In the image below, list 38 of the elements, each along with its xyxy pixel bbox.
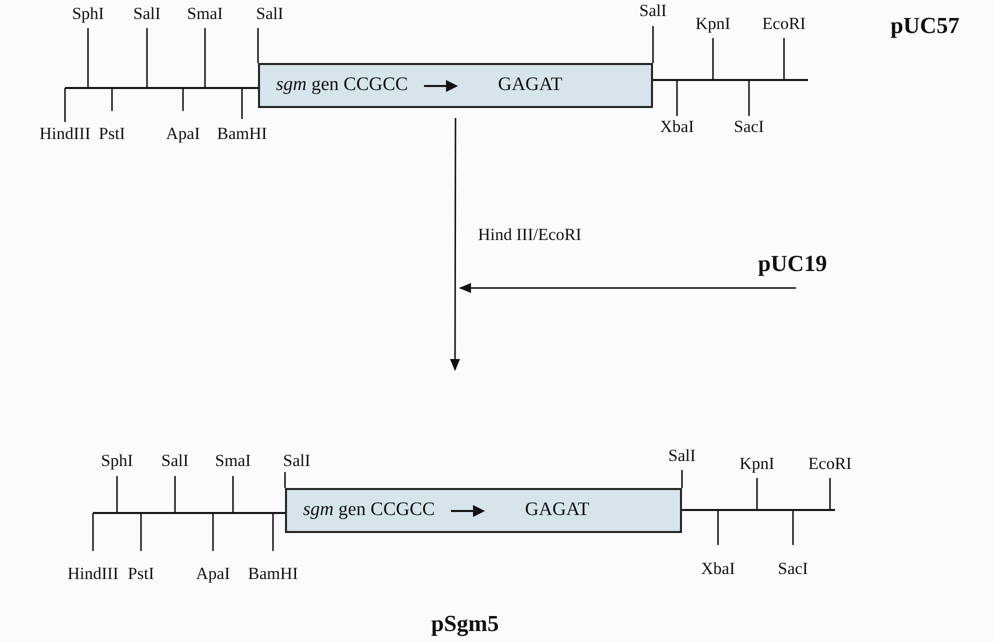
restriction-site-label: SacI xyxy=(734,118,764,135)
restriction-site-label: SmaI xyxy=(187,5,223,22)
restriction-site-label: EcoRI xyxy=(808,455,852,472)
restriction-site-label: KpnI xyxy=(740,455,774,472)
arrow xyxy=(450,118,460,371)
restriction-site-label: SphI xyxy=(100,452,134,469)
sequence-label: GAGAT xyxy=(524,498,590,522)
gene-insert-box xyxy=(258,63,653,108)
restriction-site-label: SmaI xyxy=(215,452,251,469)
gene-insert-box xyxy=(285,488,682,533)
gene-label: sgm gen CCGCC xyxy=(276,73,408,98)
restriction-site-label: SalI xyxy=(256,5,284,22)
edge-label: Hind III/EcoRI xyxy=(478,224,582,246)
restriction-site-label: SalI xyxy=(639,2,667,19)
restriction-site-label: BamHI xyxy=(216,125,268,142)
plasmid-name: pUC57 xyxy=(890,14,960,37)
restriction-site-label: SalI xyxy=(668,447,696,464)
restriction-site-label: ApaI xyxy=(196,565,230,582)
arrow xyxy=(459,283,796,293)
restriction-site-label: SalI xyxy=(283,452,310,469)
restriction-site-label: EcoRI xyxy=(762,15,806,32)
restriction-site-label: PstI xyxy=(128,565,154,582)
restriction-site-label: SphI xyxy=(72,5,104,22)
restriction-site-label: SalI xyxy=(133,5,161,22)
restriction-site-label: PstI xyxy=(98,125,126,142)
restriction-site-label: HindIII xyxy=(68,565,118,582)
restriction-site-label: SacI xyxy=(778,560,808,577)
plasmid-name: pSgm5 xyxy=(431,612,499,635)
restriction-site-label: ApaI xyxy=(166,125,200,142)
restriction-site-label: HindIII xyxy=(40,125,90,142)
plasmid-name: pUC19 xyxy=(758,252,834,280)
sequence-label: GAGAT xyxy=(498,73,562,98)
restriction-site-label: SalI xyxy=(161,452,189,469)
restriction-site-label: XbaI xyxy=(701,560,735,577)
gene-label: sgm gen CCGCC xyxy=(303,498,435,522)
restriction-site-label: KpnI xyxy=(696,15,730,32)
restriction-site-label: BamHI xyxy=(248,565,298,582)
restriction-site-label: XbaI xyxy=(660,118,694,135)
